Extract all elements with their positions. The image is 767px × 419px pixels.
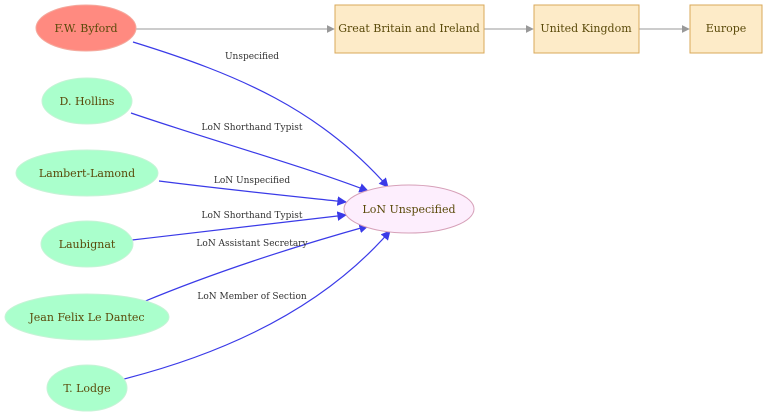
node-role-lon-unspecified[interactable]: LoN Unspecified: [343, 184, 475, 234]
node-lambert-lamond[interactable]: Lambert-Lamond: [15, 149, 159, 197]
node-label-lambert: Lambert-Lamond: [39, 167, 135, 180]
node-hollins[interactable]: D. Hollins: [41, 77, 133, 125]
node-label-byford: F.W. Byford: [54, 22, 117, 35]
node-label-laubignat: Laubignat: [59, 238, 116, 251]
node-lodge[interactable]: T. Lodge: [46, 364, 128, 412]
node-label-lodge: T. Lodge: [63, 382, 110, 395]
edge-dantec-to-role: [142, 223, 369, 303]
node-shape: [15, 149, 159, 197]
node-laubignat[interactable]: Laubignat: [40, 220, 134, 268]
edge-label-lambert: LoN Unspecified: [214, 176, 290, 186]
node-shape: [343, 184, 475, 234]
node-shape: [41, 77, 133, 125]
edge-lodge-to-role: [119, 230, 391, 381]
node-great-britain-and-ireland[interactable]: Great Britain and Ireland: [334, 4, 485, 54]
node-label-dantec: Jean Felix Le Dantec: [28, 311, 144, 324]
edge-label-hollins: LoN Shorthand Typist: [202, 123, 303, 133]
node-shape: [35, 4, 137, 52]
edge-label-dantec: LoN Assistant Secretary: [196, 239, 308, 249]
node-byford[interactable]: F.W. Byford: [35, 4, 137, 52]
node-shape: [40, 220, 134, 268]
node-label-uk: United Kingdom: [540, 22, 632, 35]
edge-labels: Unspecified LoN Shorthand Typist LoN Uns…: [196, 52, 308, 302]
node-shape: [533, 4, 640, 54]
edge-lambert-to-role: [158, 180, 347, 206]
node-label-role: LoN Unspecified: [362, 203, 455, 216]
edge-label-lodge: LoN Member of Section: [197, 292, 307, 302]
node-shape: [4, 293, 170, 341]
node-united-kingdom[interactable]: United Kingdom: [533, 4, 640, 54]
edge-laubignat-to-role: [131, 211, 347, 241]
node-europe[interactable]: Europe: [689, 4, 763, 54]
node-shape: [46, 364, 128, 412]
node-le-dantec[interactable]: Jean Felix Le Dantec: [4, 293, 170, 341]
edge-label-laubignat: LoN Shorthand Typist: [202, 211, 303, 221]
node-label-europe: Europe: [706, 22, 747, 35]
node-shape: [334, 4, 485, 54]
edge-byford-to-role: [132, 41, 389, 188]
edge-hollins-to-role: [130, 112, 369, 193]
node-label-gbi: Great Britain and Ireland: [338, 22, 479, 35]
node-label-hollins: D. Hollins: [60, 95, 115, 108]
node-shape: [689, 4, 763, 54]
edge-label-byford: Unspecified: [225, 52, 279, 62]
role-edges: [119, 41, 391, 381]
